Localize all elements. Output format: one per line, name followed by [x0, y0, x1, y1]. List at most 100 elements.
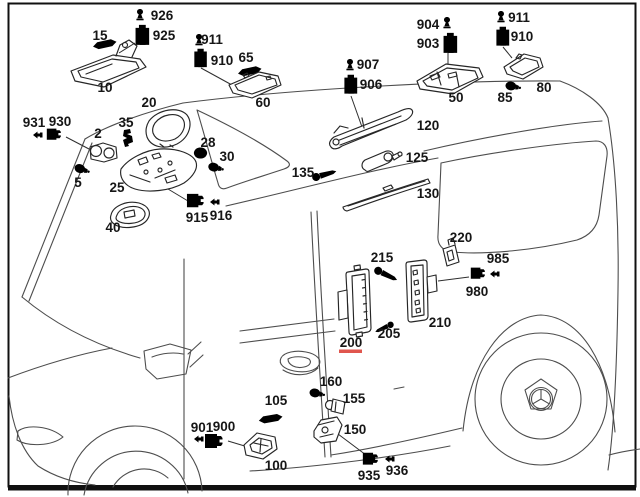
- part-label-220[interactable]: 220: [450, 230, 473, 245]
- part-label-2[interactable]: 2: [94, 126, 102, 141]
- diagram-border-bottom: [8, 485, 636, 491]
- bulb-holder-125: [361, 150, 403, 172]
- part-label-931[interactable]: 931: [23, 115, 46, 130]
- part-label-10[interactable]: 10: [97, 80, 112, 95]
- step-lamp-150: [313, 416, 343, 444]
- connector-icon-900: [205, 434, 223, 448]
- screw-icon-215: [372, 265, 399, 284]
- part-label-20[interactable]: 20: [141, 95, 156, 110]
- part-label-215[interactable]: 215: [371, 250, 394, 265]
- plug-icon-985: [490, 270, 500, 278]
- part-label-160[interactable]: 160: [320, 374, 343, 389]
- part-label-911-a[interactable]: 911: [201, 32, 223, 47]
- part-label-904[interactable]: 904: [417, 17, 440, 32]
- part-label-205[interactable]: 205: [378, 326, 401, 341]
- festoon-bulb-icon-105: [258, 413, 284, 425]
- part-label-155[interactable]: 155: [343, 391, 366, 406]
- clip-icon-35: [123, 129, 133, 147]
- part-label-50[interactable]: 50: [448, 90, 463, 105]
- part-label-910-a[interactable]: 910: [211, 53, 234, 68]
- bracket-220: [442, 237, 460, 267]
- part-label-210[interactable]: 210: [429, 315, 452, 330]
- bulb-socket-icon-903: [443, 32, 458, 53]
- rear-tire: [474, 332, 608, 466]
- part-2: [89, 142, 118, 163]
- van-mirror: [143, 341, 204, 380]
- lamp-40: [109, 201, 150, 229]
- van-front-wheel-arch: [67, 425, 203, 496]
- part-label-150[interactable]: 150: [344, 422, 367, 437]
- bulb-socket-icon-925: [135, 24, 150, 45]
- entry-lamp-210: [405, 259, 438, 323]
- entry-lamp-200: [337, 264, 372, 338]
- part-label-135[interactable]: 135: [292, 165, 315, 180]
- van-headlight: [16, 426, 64, 446]
- part-label-900[interactable]: 900: [213, 419, 236, 434]
- part-label-15[interactable]: 15: [92, 28, 108, 43]
- wedge-bulb-icon-907: [346, 59, 354, 71]
- part-label-80[interactable]: 80: [536, 80, 551, 95]
- part-label-35[interactable]: 35: [118, 115, 134, 130]
- part-label-935[interactable]: 935: [358, 468, 381, 483]
- bulb-socket-icon-910a: [194, 48, 207, 68]
- part-label-30[interactable]: 30: [219, 149, 234, 164]
- bulb-icon-160: [308, 387, 326, 400]
- part-label-125[interactable]: 125: [406, 150, 429, 165]
- part-label-907[interactable]: 907: [357, 57, 380, 72]
- bulb-socket-icon-906: [344, 74, 358, 94]
- part-label-200-highlighted[interactable]: 200: [340, 335, 363, 350]
- part-icons: [33, 9, 544, 465]
- van-outline: [7, 80, 640, 496]
- connector-icon-915: [186, 193, 204, 208]
- part-label-40[interactable]: 40: [105, 220, 120, 235]
- plug-icon-901: [194, 435, 204, 443]
- part-label-120[interactable]: 120: [417, 118, 440, 133]
- wheel-hub: [528, 386, 554, 412]
- plug-icon-916: [210, 198, 220, 206]
- part-label-916[interactable]: 916: [210, 208, 233, 223]
- van-a-pillar: [21, 138, 93, 302]
- part-label-25[interactable]: 25: [109, 180, 125, 195]
- part-label-903[interactable]: 903: [417, 36, 440, 51]
- wedge-bulb-icon-911b: [497, 11, 505, 23]
- van-front-door-window: [196, 109, 290, 190]
- part-label-985[interactable]: 985: [487, 251, 510, 266]
- part-label-906[interactable]: 906: [360, 77, 383, 92]
- part-label-926[interactable]: 926: [151, 8, 174, 23]
- part-label-925[interactable]: 925: [153, 28, 176, 43]
- part-label-901[interactable]: 901: [191, 420, 214, 435]
- part-label-936[interactable]: 936: [386, 463, 409, 478]
- bulb-icon-5: [73, 162, 92, 176]
- part-label-930[interactable]: 930: [49, 114, 72, 129]
- mercedes-star-icon: [530, 388, 552, 410]
- lamp-10: [70, 39, 147, 88]
- highlight-underline-200: [339, 349, 362, 353]
- lamp-cover-20: [145, 109, 191, 148]
- van-roofline: [182, 80, 561, 104]
- part-label-910-b[interactable]: 910: [511, 29, 534, 44]
- part-label-100[interactable]: 100: [265, 458, 288, 473]
- van-rear-wheel-arch: [462, 314, 616, 433]
- part-label-915[interactable]: 915: [186, 210, 209, 225]
- screw-icon-135: [311, 167, 338, 182]
- part-label-5[interactable]: 5: [74, 175, 82, 190]
- connector-icon-930: [46, 128, 61, 140]
- lamp-60: [228, 71, 282, 99]
- part-label-130[interactable]: 130: [417, 186, 440, 201]
- part-label-85[interactable]: 85: [497, 90, 513, 105]
- plug-icon-931: [33, 131, 43, 139]
- part-label-105[interactable]: 105: [265, 393, 288, 408]
- overhead-console-25: [120, 148, 198, 192]
- part-label-65[interactable]: 65: [238, 50, 254, 65]
- step-lamp-100: [243, 432, 278, 460]
- brake-lamp-120: [329, 107, 414, 150]
- bulb-socket-155: [324, 398, 346, 415]
- part-label-60[interactable]: 60: [255, 95, 270, 110]
- lamp-50: [416, 63, 484, 95]
- rear-rim: [500, 358, 582, 440]
- part-label-28[interactable]: 28: [200, 135, 216, 150]
- part-label-980[interactable]: 980: [466, 284, 489, 299]
- part-label-911-b[interactable]: 911: [508, 10, 530, 25]
- wedge-bulb-icon-904: [443, 17, 451, 29]
